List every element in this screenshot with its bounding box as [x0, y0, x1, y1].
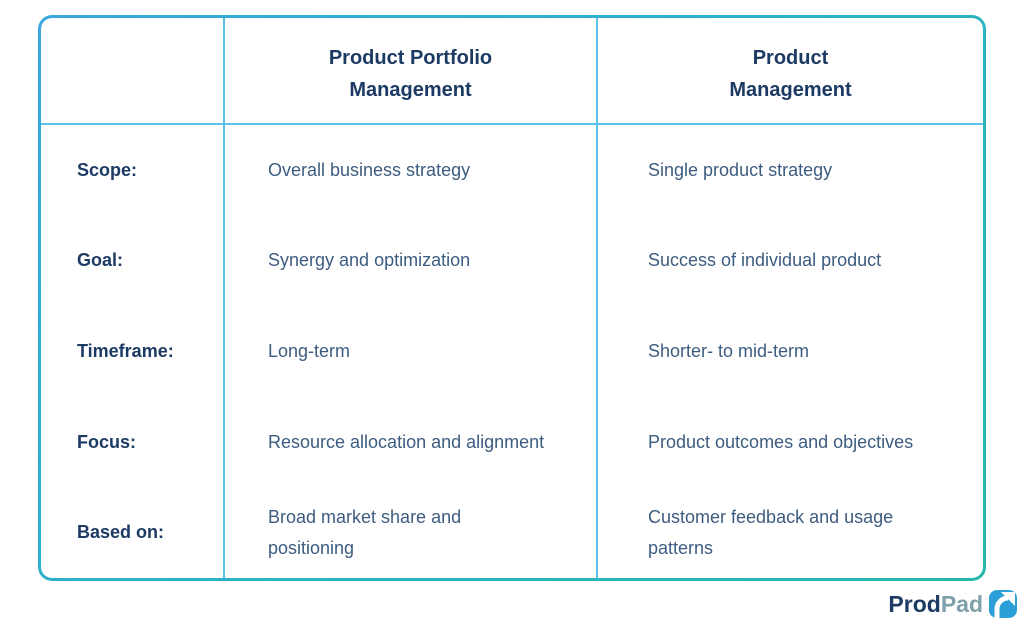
comparison-table-inner: Product Portfolio Management Product Man…	[41, 18, 983, 578]
header-cell-product-management: Product Management	[598, 18, 983, 123]
pm-cell: Product outcomes and objectives	[598, 397, 983, 488]
row-label-cell: Timeframe:	[41, 306, 225, 397]
row-label-cell: Goal:	[41, 215, 225, 307]
comparison-table: Product Portfolio Management Product Man…	[38, 15, 986, 581]
table-header-row: Product Portfolio Management Product Man…	[41, 18, 983, 125]
ppm-cell-text: Overall business strategy	[268, 159, 471, 180]
ppm-cell-text: Synergy and optimization	[268, 250, 471, 271]
header-cell-empty	[41, 18, 225, 123]
ppm-cell: Synergy and optimization	[225, 215, 598, 307]
table-body: Scope: Overall business strategy Single …	[41, 125, 983, 578]
ppm-cell: Overall business strategy	[225, 125, 598, 216]
ppm-cell-text: Broad market share and positioning	[268, 506, 462, 558]
pm-cell: Shorter- to mid-term	[598, 306, 983, 397]
row-label: Focus:	[77, 431, 137, 452]
row-label: Goal:	[77, 250, 124, 271]
logo-text-pad: Pad	[940, 590, 983, 617]
pm-cell: Single product strategy	[598, 125, 983, 216]
row-label-cell: Based on:	[41, 487, 225, 578]
table-row-goal: Goal: Synergy and optimization Success o…	[41, 215, 983, 307]
row-label: Based on:	[77, 522, 165, 543]
column-title-product-management: Product Management	[729, 46, 852, 101]
header-cell-portfolio-management: Product Portfolio Management	[225, 18, 598, 123]
row-label: Scope:	[77, 159, 138, 180]
pm-cell: Success of individual product	[598, 216, 983, 307]
pm-cell-text: Single product strategy	[648, 159, 833, 180]
ppm-cell: Broad market share and positioning	[225, 487, 598, 578]
ppm-cell-text: Long-term	[268, 340, 351, 361]
ppm-cell-text: Resource allocation and alignment	[268, 431, 545, 452]
logo-text-prod: Prod	[888, 590, 941, 617]
column-title-portfolio-management: Product Portfolio Management	[328, 46, 493, 101]
table-row-based-on: Based on: Broad market share and positio…	[41, 487, 983, 578]
pm-cell-text: Shorter- to mid-term	[648, 340, 810, 361]
ppm-cell: Resource allocation and alignment	[225, 396, 598, 488]
ppm-cell: Long-term	[225, 306, 598, 397]
row-label-cell: Focus:	[41, 396, 225, 488]
table-row-timeframe: Timeframe: Long-term Shorter- to mid-ter…	[41, 306, 983, 397]
table-row-scope: Scope: Overall business strategy Single …	[41, 125, 983, 216]
pm-cell-text: Product outcomes and objectives	[648, 431, 914, 452]
row-label-cell: Scope:	[41, 125, 225, 216]
pm-cell-text: Success of individual product	[648, 250, 882, 271]
prodpad-arrow-icon	[989, 590, 1017, 619]
row-label: Timeframe:	[77, 340, 174, 361]
pm-cell-text: Customer feedback and usage patterns	[648, 506, 894, 558]
table-row-focus: Focus: Resource allocation and alignment…	[41, 396, 983, 488]
pm-cell: Customer feedback and usage patterns	[598, 487, 983, 578]
